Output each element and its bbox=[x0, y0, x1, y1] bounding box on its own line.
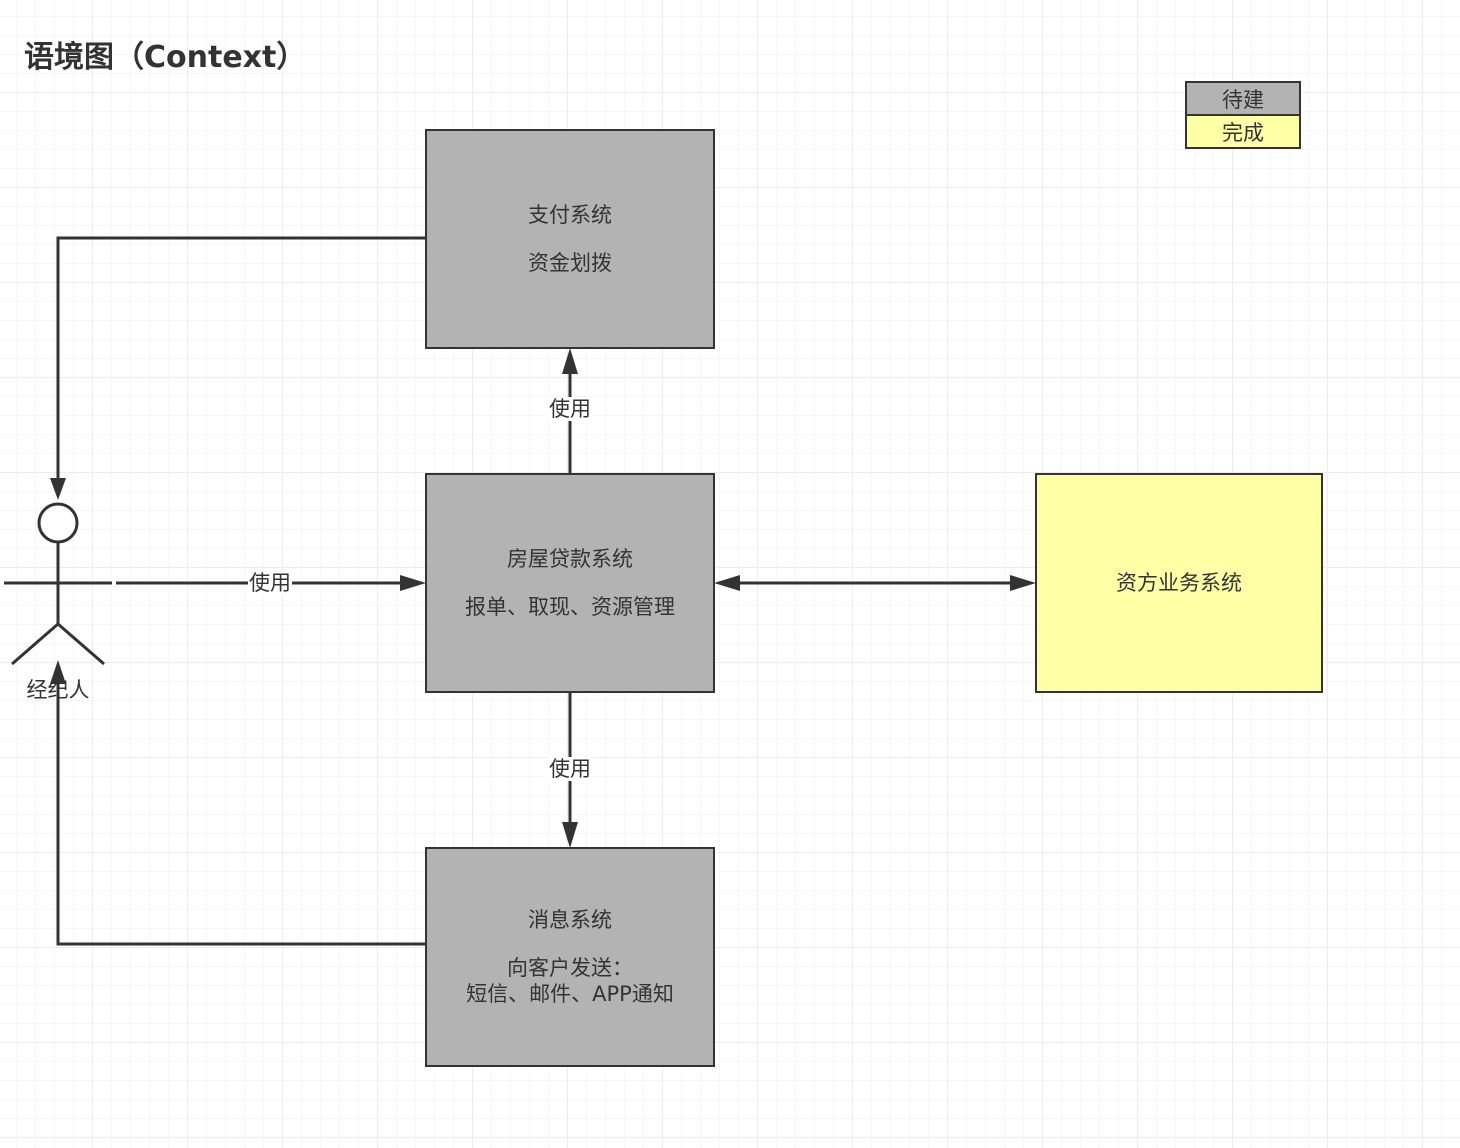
node-payment-system: 支付系统 资金划拨 bbox=[425, 129, 715, 349]
legend-done: 完成 bbox=[1185, 114, 1301, 149]
node-payment-title: 支付系统 bbox=[528, 203, 612, 227]
arrowhead-to-payment bbox=[562, 348, 578, 374]
node-message-system: 消息系统 向客户发送： 短信、邮件、APP通知 bbox=[425, 847, 715, 1067]
node-loan-title: 房屋贷款系统 bbox=[507, 547, 633, 571]
edge-label-loan-to-payment: 使用 bbox=[548, 397, 592, 421]
diagram-title: 语境图（Context） bbox=[24, 40, 307, 75]
arrowhead-actor-up bbox=[50, 660, 66, 684]
actor-label: 经纪人 bbox=[26, 678, 90, 702]
node-message-subtitle-2: 短信、邮件、APP通知 bbox=[466, 982, 674, 1006]
arrowhead-to-loan bbox=[400, 575, 426, 591]
arrowhead-to-message bbox=[562, 822, 578, 848]
node-funder-title: 资方业务系统 bbox=[1116, 571, 1242, 595]
node-message-title: 消息系统 bbox=[528, 908, 612, 932]
edge-label-loan-to-message: 使用 bbox=[548, 757, 592, 781]
edge-label-actor-to-loan: 使用 bbox=[248, 571, 292, 595]
actor-legs bbox=[11, 622, 105, 666]
actor-head bbox=[37, 502, 79, 544]
node-loan-system: 房屋贷款系统 报单、取现、资源管理 bbox=[425, 473, 715, 693]
arrowhead-to-funder bbox=[1010, 575, 1036, 591]
arrowhead-actor-down bbox=[50, 478, 66, 500]
node-funder-system: 资方业务系统 bbox=[1035, 473, 1323, 693]
legend-pending: 待建 bbox=[1185, 81, 1301, 116]
edge-payment-to-actor bbox=[56, 236, 426, 480]
node-payment-subtitle: 资金划拨 bbox=[528, 251, 612, 275]
edge-message-to-actor bbox=[56, 684, 426, 946]
node-message-subtitle-1: 向客户发送： bbox=[507, 956, 633, 980]
node-loan-subtitle: 报单、取现、资源管理 bbox=[465, 595, 675, 619]
arrowhead-to-loan-right bbox=[714, 575, 740, 591]
